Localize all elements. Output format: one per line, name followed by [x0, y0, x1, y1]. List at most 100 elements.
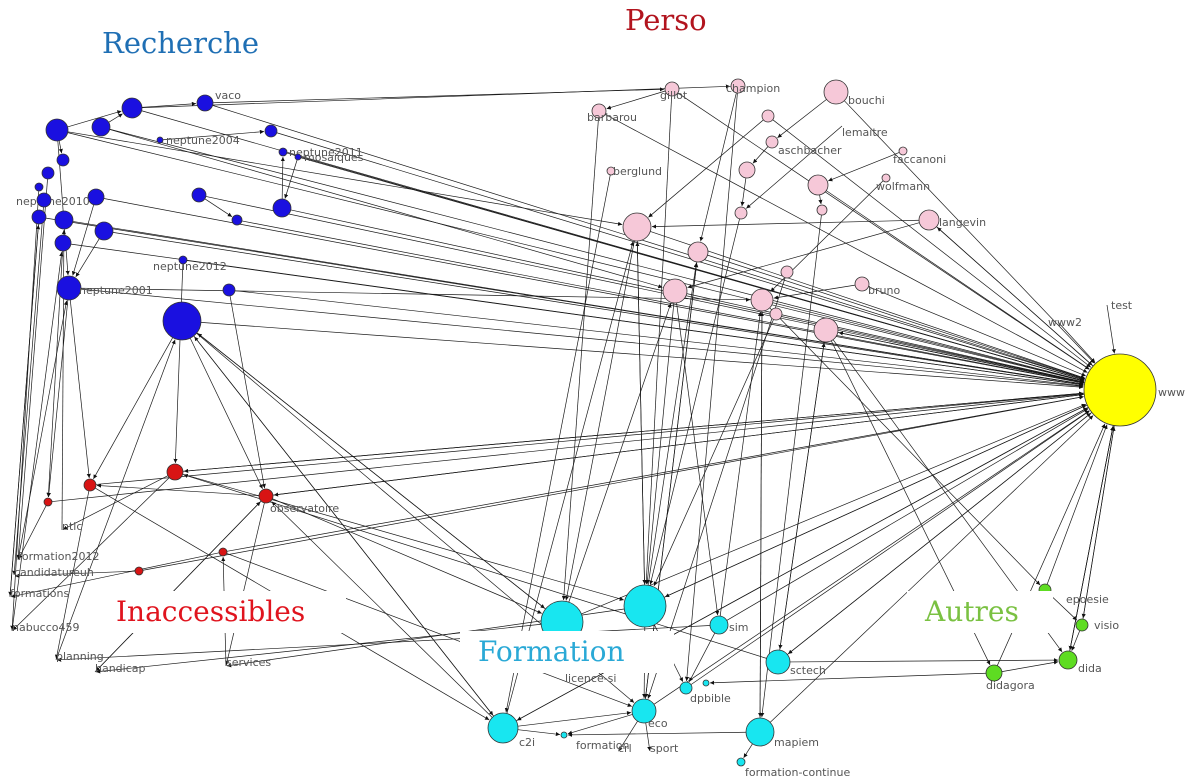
edge-langevin-to-p_f	[687, 222, 920, 289]
node-faccanoni	[898, 146, 908, 156]
edge-p_d-to-f_big	[649, 218, 740, 585]
node-i_b	[166, 463, 184, 481]
edge-neptune2004-to-r_n4	[162, 129, 265, 141]
node-champion	[730, 78, 746, 94]
node-label-dida: dida	[1078, 662, 1102, 675]
edge-r_n3-to-vaco	[141, 101, 197, 108]
edge-c2i-to-formation	[517, 729, 561, 737]
edge-i_e-to-candidatureuh	[14, 570, 136, 578]
node-label-licence: licence-si	[565, 672, 616, 685]
edge-champion-to-p_e	[699, 92, 737, 242]
edge-didagora-to-dida	[1001, 660, 1059, 672]
node-r_n16	[222, 283, 236, 297]
node-label-langevin: langevin	[939, 216, 986, 229]
node-wolfmann	[881, 173, 891, 183]
node-label-eco: eco	[648, 717, 668, 730]
node-label-sport: sport	[650, 742, 679, 755]
node-r_n7	[34, 182, 44, 192]
edge-r_n3-to-champion	[141, 84, 731, 108]
node-p_e	[687, 241, 709, 263]
node-label-visio: visio	[1094, 619, 1119, 632]
edge-sim-to-www	[726, 408, 1089, 621]
node-visio	[1075, 618, 1089, 632]
node-formation-continue	[736, 757, 746, 767]
edge-r_n15-to-www	[290, 209, 1084, 384]
edge-r_n13-to-r_n14	[204, 198, 233, 217]
node-label-c2i: c2i	[519, 736, 535, 749]
node-r_n4	[264, 124, 278, 138]
node-i_d	[218, 547, 228, 557]
edge-f_big-to-p_e	[647, 262, 698, 586]
node-r_bigb	[162, 301, 202, 341]
node-p_g	[750, 288, 774, 312]
group-title-formation: Formation	[460, 631, 674, 673]
node-langevin	[918, 209, 940, 231]
node-berglund	[606, 166, 616, 176]
node-label-neptune2010: neptune2010	[16, 195, 90, 208]
group-title-autres: Autres	[907, 591, 1053, 633]
node-label-services: services	[226, 656, 271, 669]
node-gillot	[664, 81, 680, 97]
node-label-neptune2012: neptune2012	[153, 260, 227, 273]
edge-p_b-to-p_d	[740, 177, 747, 207]
edge-formations-to-r_n9	[9, 224, 41, 598]
graph-edges	[8, 84, 1116, 758]
node-r_n15	[272, 198, 292, 218]
node-eco	[631, 698, 657, 724]
node-label-candidatureuh: candidatureuh	[14, 566, 94, 579]
node-p_d	[734, 206, 748, 220]
node-label-dpbible: dpbible	[690, 692, 731, 705]
node-label-bouchi: bouchi	[848, 94, 885, 107]
edge-neptune2010-to-neptune2001	[71, 204, 95, 276]
node-label-planning: planning	[56, 650, 104, 663]
edge-berglund-to-c2i	[504, 174, 611, 713]
node-label-aschbacher: aschbacher	[778, 144, 842, 157]
node-r_n9	[31, 209, 47, 225]
edge-i_d-to-eco	[226, 553, 632, 707]
edge-r_n12-to-www	[70, 243, 1084, 387]
edge-observatoire-to-i_a	[96, 483, 260, 496]
node-r_n10	[54, 210, 74, 230]
node-sctech	[765, 649, 791, 675]
edge-i_b-to-nabucco	[12, 477, 170, 631]
node-p_j	[780, 265, 794, 279]
graph-nodes: wwwwww2testvaconeptune2004neptune2011mos…	[10, 78, 1185, 779]
edge-f_big2-to-r_bigb	[197, 333, 546, 610]
edge-planning-to-r_bigb	[55, 339, 176, 661]
node-mapiem	[745, 717, 775, 747]
node-label-observatoire: observatoire	[270, 502, 339, 515]
edge-a_top-to-visio	[1049, 593, 1078, 621]
edge-mosaiques-to-www	[300, 157, 1085, 381]
edge-p_a-to-www	[772, 119, 1092, 368]
node-label-barbarou: barbarou	[587, 111, 637, 124]
node-neptune2010	[87, 188, 105, 206]
node-label-formation: formation	[576, 739, 629, 752]
edge-p_c-to-www	[826, 190, 1090, 370]
edge-p_g-to-a_top	[769, 307, 1041, 586]
edge-r_n9-to-www	[45, 217, 1084, 386]
edge-p_g-to-www	[772, 302, 1085, 382]
node-label-formations: formations	[10, 587, 69, 600]
edge-f_big2-to-www	[581, 403, 1086, 615]
node-label-neptune2001: neptune2001	[79, 284, 153, 297]
node-vaco	[196, 94, 214, 112]
edge-champion-to-dpbible	[684, 92, 738, 682]
node-p_k	[816, 204, 828, 216]
edge-barbarou-to-f_big2	[561, 117, 599, 601]
edge-f_big2-to-p_f	[568, 303, 672, 603]
node-p_a	[761, 109, 775, 123]
edge-r_n11-to-neptune2001	[75, 238, 100, 278]
group-title-perso: Perso	[625, 3, 707, 37]
node-f_big	[623, 584, 667, 628]
node-p_i	[769, 307, 783, 321]
edge-i_c-to-formation2012	[18, 505, 47, 560]
edge-r_n4-to-www	[276, 132, 1085, 380]
edge-neptune2001-to-i_c	[46, 299, 69, 498]
node-label-gillot: gillot	[660, 89, 688, 102]
node-label-www2: www2	[1048, 316, 1082, 329]
edge-r_bigb-to-i_a	[93, 337, 174, 480]
edge-sim-to-p_g	[719, 311, 762, 617]
edge-i_b-to-f_big	[182, 473, 624, 601]
edge-www-to-i_b	[183, 392, 1085, 473]
edge-eco-to-formation	[567, 714, 633, 735]
